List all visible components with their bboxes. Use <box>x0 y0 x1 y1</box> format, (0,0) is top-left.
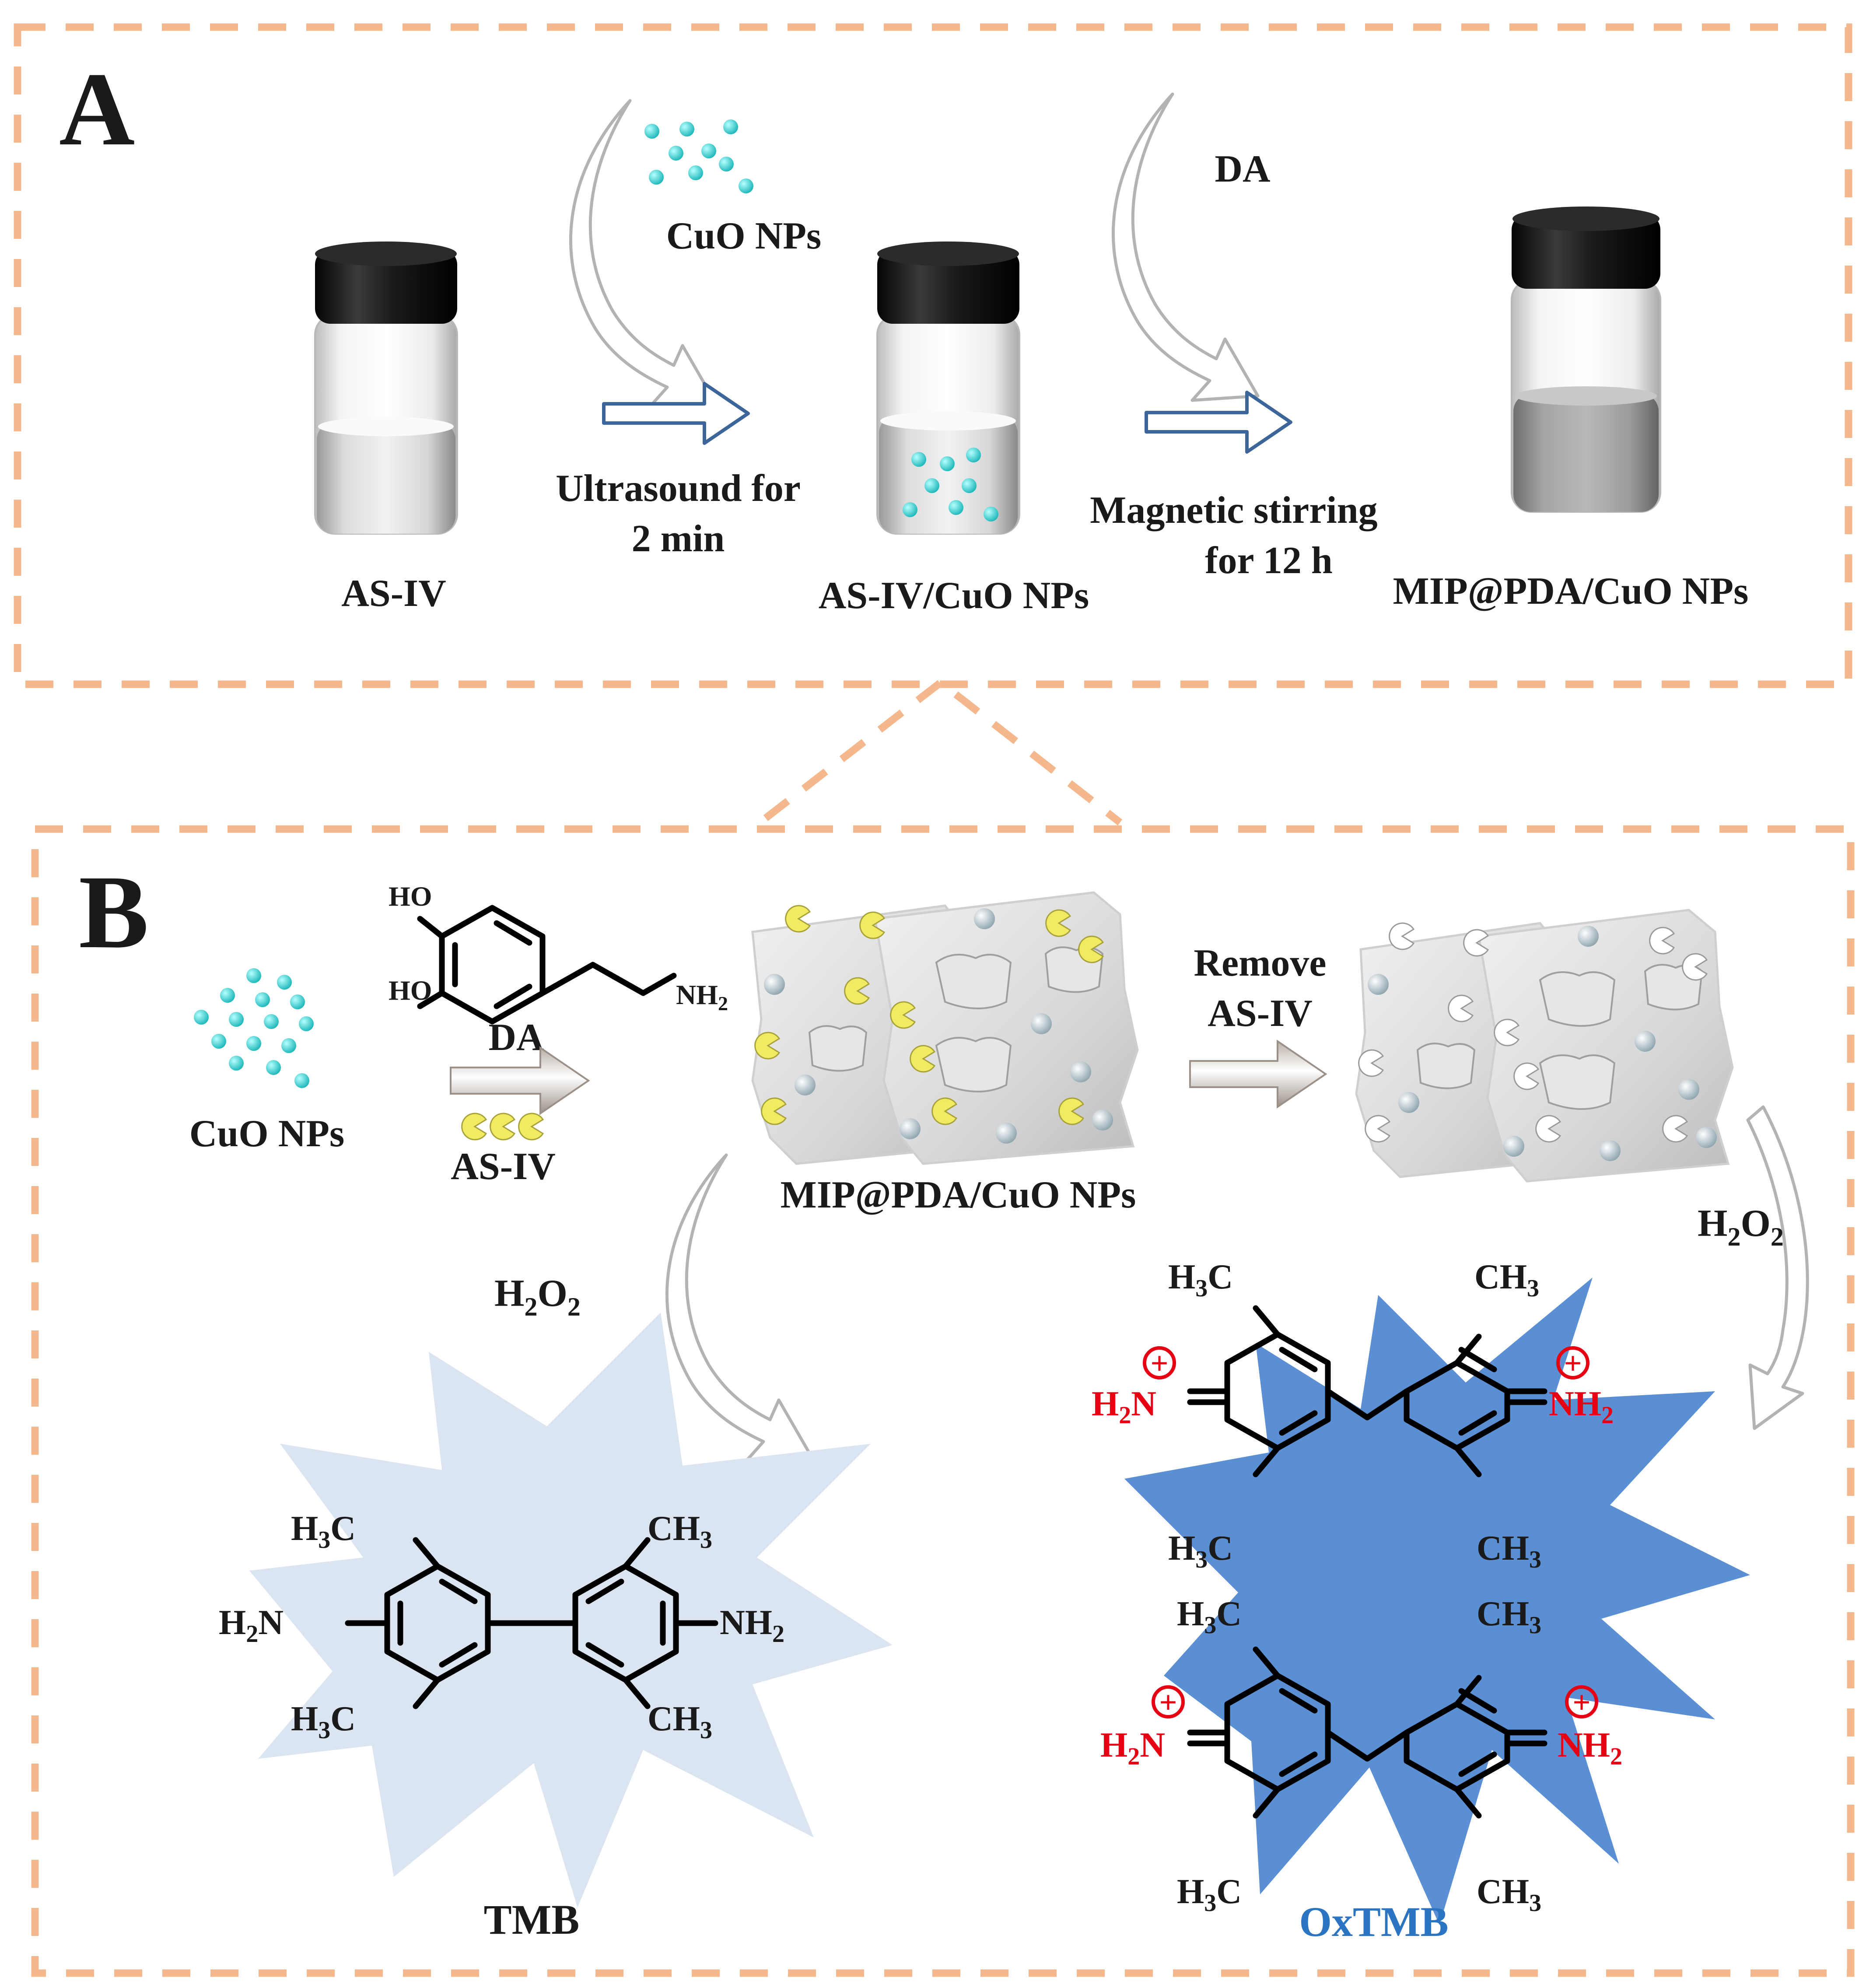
h2o2-right: H2O2 <box>1698 1202 1784 1251</box>
panel-b-border <box>31 825 1855 1977</box>
tmb-nh2-left: H2N <box>219 1603 284 1648</box>
vial-as-iv-cuo <box>876 242 1020 535</box>
da-label-a: DA <box>1215 148 1270 190</box>
ox-ch3-3: CH3 <box>1477 1595 1541 1639</box>
mip-block-imprinted <box>1355 909 1734 1183</box>
step2-line1: Magnetic stirring <box>1090 489 1377 532</box>
cuo-label-a: CuO NPs <box>666 215 822 257</box>
step1-line1: Ultrasound for <box>556 467 801 510</box>
tmb-ch3-bottom: CH3 <box>648 1700 712 1744</box>
vial1-label: AS-IV <box>341 572 446 615</box>
oxtmb-structure-top <box>1187 1305 1547 1477</box>
dopamine-structure <box>417 905 677 1025</box>
oxtmb-label: OxTMB <box>1299 1898 1448 1945</box>
tmb-h3c-bottom: H3C <box>291 1700 356 1744</box>
tmb-structure <box>345 1537 718 1709</box>
curved-arrow-a2 <box>1113 94 1258 400</box>
ox-amine-4: NH2 <box>1558 1726 1622 1770</box>
tmb-ch3-top: CH3 <box>648 1509 712 1554</box>
cuo-particles-b <box>194 968 314 1088</box>
ox-amine-3: H2N <box>1100 1726 1165 1770</box>
ox-h3c-4: H3C <box>1177 1872 1242 1917</box>
panel-b-letter: B <box>79 854 149 970</box>
ox-ch3-4: CH3 <box>1477 1872 1541 1917</box>
connector-dashes <box>763 678 1123 826</box>
ox-h3c-2: H3C <box>1168 1529 1233 1573</box>
step1-line2: 2 min <box>632 518 725 560</box>
cuo-label-b: CuO NPs <box>189 1113 345 1155</box>
ox-amine-2: NH2 <box>1549 1385 1614 1429</box>
mip-label-b: MIP@PDA/CuO NPs <box>781 1174 1136 1216</box>
remove-line2: AS-IV <box>1208 992 1313 1035</box>
oxtmb-burst <box>1124 1278 1750 1925</box>
ox-ch3-1: CH3 <box>1474 1258 1539 1302</box>
tmb-nh2-right: NH2 <box>720 1603 784 1648</box>
ox-h3c-3: H3C <box>1177 1595 1242 1639</box>
da-oh-bottom: HO <box>389 975 432 1006</box>
oxtmb-structure-bottom <box>1187 1646 1547 1819</box>
tmb-burst <box>249 1312 893 1908</box>
da-nh2: NH2 <box>676 979 728 1015</box>
vial3-label: MIP@PDA/CuO NPs <box>1393 570 1749 612</box>
panel-a-letter: A <box>59 51 135 167</box>
ox-amine-1: H2N <box>1092 1385 1156 1429</box>
da-label-b: DA <box>488 1016 544 1059</box>
mip-block-with-template <box>751 891 1139 1165</box>
asiv-templates <box>461 1113 544 1141</box>
vial2-label: AS-IV/CuO NPs <box>819 574 1089 617</box>
asiv-label-b: AS-IV <box>451 1145 556 1188</box>
ox-ch3-2: CH3 <box>1477 1529 1541 1573</box>
arrow-stirring <box>1146 392 1291 452</box>
arrow-polymerize <box>450 1046 590 1115</box>
remove-line1: Remove <box>1194 942 1327 984</box>
tmb-label: TMB <box>484 1896 580 1943</box>
h2o2-left: H2O2 <box>494 1272 581 1321</box>
tmb-h3c-top: H3C <box>291 1509 356 1554</box>
cuo-particles-a <box>644 119 753 193</box>
vial-as-iv <box>314 242 458 535</box>
panel-a-border <box>14 23 1852 688</box>
arrow-remove <box>1189 1040 1327 1109</box>
curved-arrow-b-right <box>1746 1105 1809 1430</box>
vial-mip-pda-cuo <box>1511 206 1661 513</box>
ox-h3c-1: H3C <box>1168 1258 1233 1302</box>
step2-line2: for 12 h <box>1205 539 1333 582</box>
da-oh-top: HO <box>389 881 432 912</box>
